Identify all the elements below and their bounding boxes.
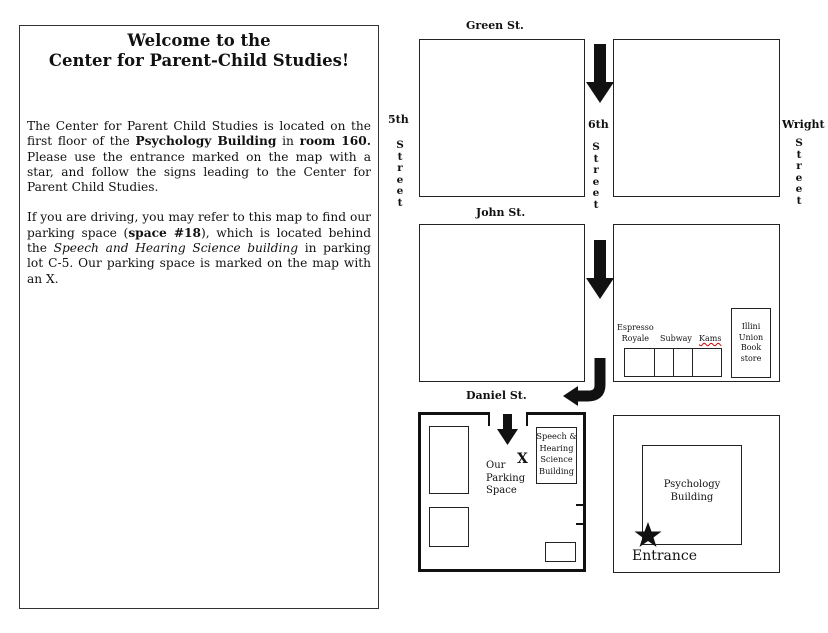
wright-letter: t bbox=[796, 194, 802, 207]
lot-structure-2 bbox=[429, 507, 469, 547]
sixth-letter: r bbox=[593, 164, 599, 177]
location-text-2: in bbox=[276, 134, 300, 149]
wright-street-letters: S t r e e t bbox=[787, 137, 811, 208]
room-number-bold: room 160. bbox=[299, 134, 371, 149]
psychology-building-label: Psychology Building bbox=[642, 479, 742, 504]
wright-street-name: Wright bbox=[782, 118, 825, 131]
illini-line-4: store bbox=[740, 353, 762, 363]
lot-booth bbox=[545, 542, 576, 562]
sixth-letter: t bbox=[593, 152, 599, 165]
fifth-letter: t bbox=[397, 150, 403, 163]
illini-line-3: Book bbox=[740, 343, 762, 352]
sixth-letter: e bbox=[592, 187, 600, 200]
shop-subway-box-1 bbox=[654, 348, 674, 377]
info-panel: Welcome to the Center for Parent-Child S… bbox=[19, 25, 379, 609]
psych-line-2: Building bbox=[670, 491, 714, 503]
location-paragraph: The Center for Parent Child Studies is l… bbox=[27, 119, 371, 195]
arrow-down-sixth-2-icon bbox=[586, 240, 614, 299]
fifth-street-letters: S t r e e t bbox=[388, 139, 412, 210]
parking-x-mark: X bbox=[517, 451, 528, 467]
parking-text-3: in parking lot C-5. Our parking space is… bbox=[27, 241, 371, 286]
subway-label: Subway bbox=[660, 334, 692, 343]
shop-espresso-box bbox=[624, 348, 655, 377]
fifth-letter: e bbox=[396, 185, 404, 198]
psych-line-1: Psychology bbox=[663, 479, 721, 490]
arrow-down-sixth-1-icon bbox=[586, 44, 614, 103]
speech-line-1: Speech & bbox=[536, 431, 577, 441]
speech-hearing-label: Speech & Hearing Science Building bbox=[536, 431, 577, 477]
speech-line-4: Building bbox=[539, 465, 574, 476]
illini-bookstore-label: Illini Union Book store bbox=[731, 322, 771, 364]
our-parking-space-label: Our Parking Space bbox=[486, 460, 525, 498]
kams-label: Kams bbox=[699, 334, 722, 343]
parking-line-2: Parking bbox=[486, 472, 526, 484]
espresso-line-2: Royale bbox=[621, 333, 650, 343]
title-line-1: Welcome to the bbox=[127, 31, 271, 50]
speech-hearing-building bbox=[536, 427, 577, 484]
parking-line-1: Our bbox=[486, 460, 506, 471]
parking-lot-c5 bbox=[418, 412, 586, 572]
shop-subway-box-2 bbox=[673, 348, 693, 377]
john-street-label: John St. bbox=[476, 206, 526, 219]
map-block-green-5th bbox=[419, 39, 585, 197]
location-text-3: Please use the entrance marked on the ma… bbox=[27, 149, 371, 195]
parking-text-1: If you are driving, you may refer to thi… bbox=[27, 210, 371, 240]
sixth-letter: S bbox=[592, 141, 600, 153]
fifth-letter: e bbox=[396, 173, 404, 186]
daniel-street-label: Daniel St. bbox=[466, 389, 527, 402]
title-line-2: Center for Parent-Child Studies! bbox=[48, 51, 350, 70]
wright-letter: e bbox=[795, 183, 803, 196]
fifth-street-number: 5th bbox=[388, 113, 409, 126]
shop-kams-box bbox=[692, 348, 722, 377]
entrance-label: Entrance bbox=[632, 548, 698, 564]
space-number-bold: space #18 bbox=[128, 225, 201, 240]
espresso-line-1: Espresso bbox=[617, 323, 654, 332]
speech-line-3: Science bbox=[540, 454, 573, 464]
green-street-label: Green St. bbox=[466, 19, 524, 32]
sixth-street-number: 6th bbox=[588, 118, 609, 131]
wright-letter: t bbox=[796, 148, 802, 161]
map-block-green-wright bbox=[613, 39, 780, 197]
speech-line-2: Hearing bbox=[539, 442, 574, 453]
speech-building-italic: Speech and Hearing Science building bbox=[53, 241, 299, 256]
wright-letter: e bbox=[795, 171, 803, 184]
fifth-letter: t bbox=[397, 196, 403, 209]
parking-paragraph: If you are driving, you may refer to thi… bbox=[27, 210, 371, 286]
illini-bookstore-box bbox=[731, 308, 771, 378]
psychology-building-bold: Psychology Building bbox=[135, 134, 277, 149]
illini-line-2: Union bbox=[738, 332, 764, 342]
lot-structure-1 bbox=[429, 426, 469, 494]
wright-letter: S bbox=[795, 137, 803, 149]
parking-text-2: ), which is located behind the bbox=[27, 225, 371, 256]
welcome-title: Welcome to the Center for Parent-Child S… bbox=[27, 31, 371, 71]
sixth-street-letters: S t r e e t bbox=[584, 141, 608, 212]
fifth-letter: S bbox=[396, 139, 404, 151]
sixth-letter: t bbox=[593, 198, 599, 211]
location-text-1: The Center for Parent Child Studies is l… bbox=[27, 119, 371, 149]
wright-letter: r bbox=[796, 160, 802, 173]
map-block-john-5th bbox=[419, 224, 585, 382]
fifth-letter: r bbox=[397, 162, 403, 175]
sixth-letter: e bbox=[592, 175, 600, 188]
parking-line-3: Space bbox=[486, 485, 517, 496]
illini-line-1: Illini bbox=[741, 322, 761, 331]
